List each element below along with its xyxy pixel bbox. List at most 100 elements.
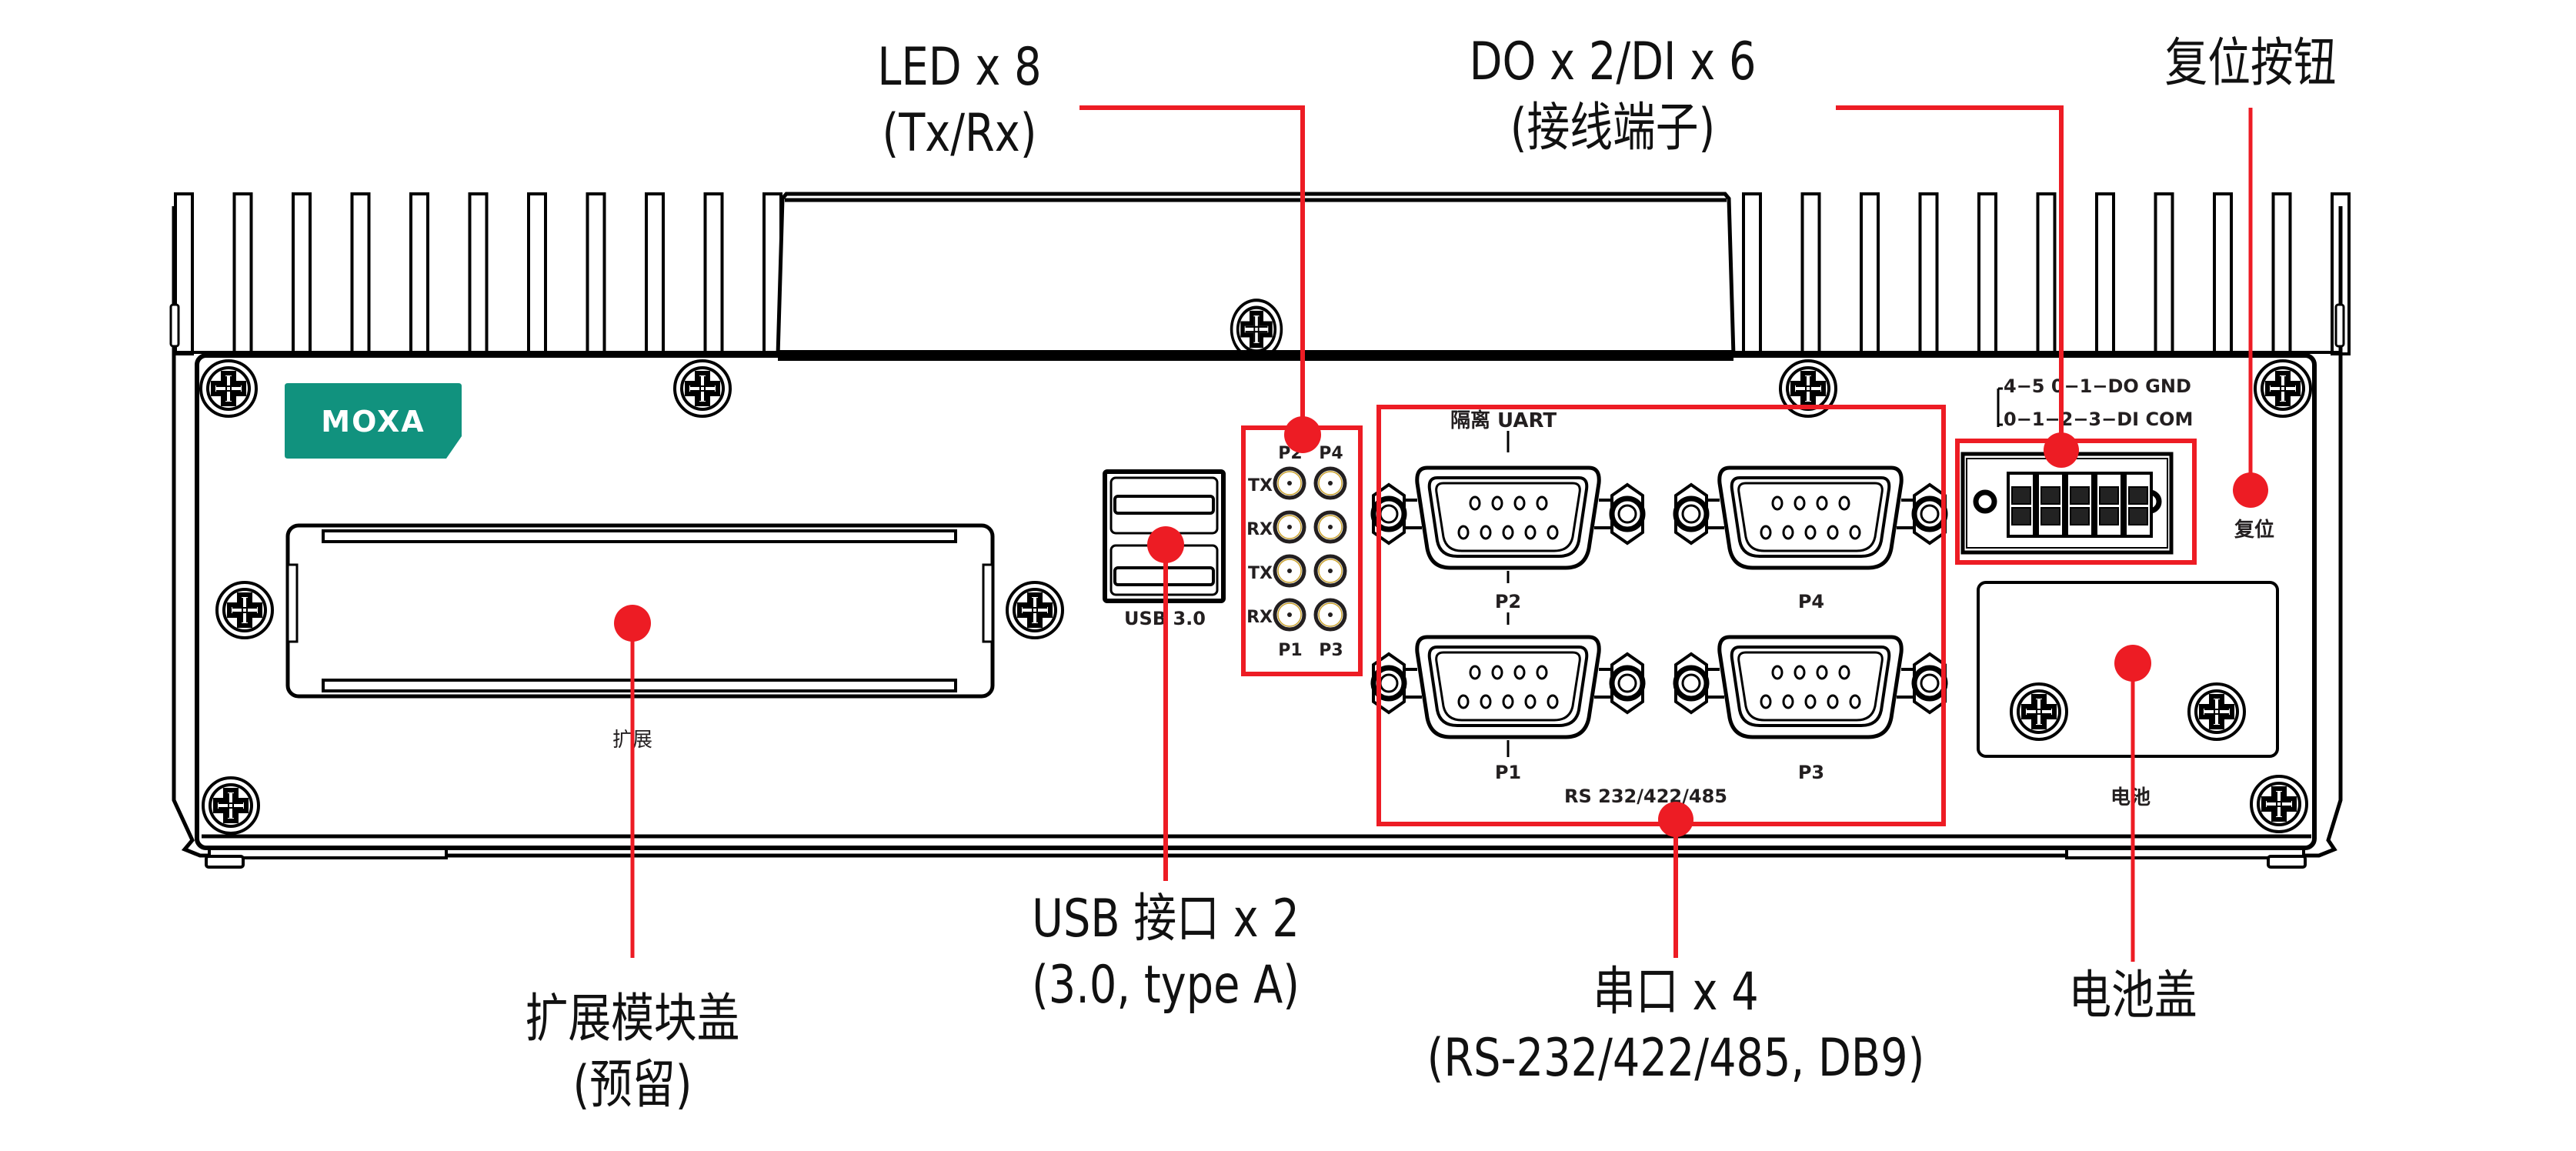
screw-icon xyxy=(2189,684,2244,739)
terminal-screw xyxy=(2011,507,2031,525)
screw-icon xyxy=(203,778,259,833)
led-row-label: RX xyxy=(1246,608,1273,627)
led-row-label: TX xyxy=(1248,476,1273,495)
callout-led-line1: LED x 8 xyxy=(877,37,1042,98)
terminal-screw xyxy=(2040,507,2060,525)
heatsink-fin xyxy=(409,192,429,355)
callout-battery-line1: 电池盖 xyxy=(2068,966,2197,1026)
led-icon xyxy=(1275,600,1304,629)
serial-ports: 隔离 UART P2 P4 P1 P3 RS 232/422/485 xyxy=(1373,409,1945,807)
terminal-screw xyxy=(2099,507,2119,525)
heatsink-fin xyxy=(2036,192,2057,355)
terminal-screw xyxy=(2128,507,2148,525)
led-port-label: P4 xyxy=(1319,444,1343,463)
terminal-screw xyxy=(2011,486,2031,505)
callout-dio-line2: (接线端子) xyxy=(1510,98,1716,158)
callout-expansion: 扩展模块盖 (预留) xyxy=(475,986,790,1119)
heatsink-fin xyxy=(1918,192,1939,355)
screw-icon xyxy=(1007,582,1063,638)
heatsink-fin xyxy=(1800,192,1821,355)
heatsink-fin xyxy=(586,192,606,355)
battery-marker-dot xyxy=(2114,645,2151,682)
led-port-label: P3 xyxy=(1319,641,1343,660)
screw-icon xyxy=(2251,776,2307,832)
heatsink-fin xyxy=(645,192,665,355)
callout-serial-line1: 串口 x 4 xyxy=(1593,962,1759,1023)
callout-serial-line2: (RS-232/422/485, DB9) xyxy=(1426,1028,1925,1089)
serial-standard-label: RS 232/422/485 xyxy=(1564,786,1727,807)
callout-reset: 复位按钮 xyxy=(2124,31,2377,97)
heatsink-fin xyxy=(468,192,489,355)
heatsink-fin xyxy=(1977,192,1997,355)
terminal-screw xyxy=(2040,486,2060,505)
heatsink-fin xyxy=(2213,192,2233,355)
serial-marker-dot xyxy=(1658,802,1693,837)
screw-icon xyxy=(201,361,256,416)
callout-markers xyxy=(614,105,2268,962)
heatsink-fin xyxy=(292,192,312,355)
heatsink-fin xyxy=(1860,192,1880,355)
terminal-screw xyxy=(2128,486,2148,505)
terminal-screw xyxy=(2070,507,2090,525)
isolated-uart-label: 隔离 UART xyxy=(1450,409,1557,432)
reset-marker-dot xyxy=(2233,472,2268,508)
led-icon xyxy=(1316,512,1345,542)
heatsink-fin xyxy=(2154,192,2174,355)
callout-battery: 电池盖 xyxy=(2007,963,2259,1029)
usb-marker-dot xyxy=(1147,526,1184,563)
led-row-label: TX xyxy=(1248,564,1273,583)
serial-port-label: P4 xyxy=(1798,591,1824,612)
screw-icon xyxy=(217,582,272,638)
heatsink-fin xyxy=(703,192,724,355)
led-icon xyxy=(1275,512,1304,542)
led-row-label: RX xyxy=(1246,520,1273,539)
serial-port-label: P1 xyxy=(1495,762,1521,783)
led-marker-dot xyxy=(1284,416,1321,453)
expansion-marker-dot xyxy=(614,605,651,642)
callout-dio-line1: DO x 2/DI x 6 xyxy=(1469,32,1757,92)
callout-led: LED x 8 (Tx/Rx) xyxy=(833,35,1086,167)
reset-panel-label: 复位 xyxy=(2234,518,2274,542)
dio-row1-label: 4−5 0−1−DO GND xyxy=(2004,375,2191,397)
led-icon xyxy=(1275,556,1304,586)
led-icon xyxy=(1316,469,1345,498)
callout-reset-line1: 复位按钮 xyxy=(2164,33,2337,94)
serial-port-label: P2 xyxy=(1495,591,1521,612)
callout-expansion-line1: 扩展模块盖 xyxy=(525,989,740,1049)
terminal-screw xyxy=(2099,486,2119,505)
heatsink-fin xyxy=(2271,192,2292,355)
callout-usb: USB 接口 x 2 (3.0, type A) xyxy=(976,886,1355,1019)
moxa-logo: MOXA xyxy=(285,383,462,459)
serial-port-label: P3 xyxy=(1798,762,1824,783)
led-port-label: P1 xyxy=(1278,641,1302,660)
callout-led-line2: (Tx/Rx) xyxy=(882,103,1037,164)
screw-icon xyxy=(2011,684,2067,739)
dio-marker-dot xyxy=(2044,432,2079,468)
screw-icon xyxy=(675,361,730,416)
callout-serial: 串口 x 4 (RS-232/422/485, DB9) xyxy=(1423,959,1928,1092)
callout-expansion-line2: (预留) xyxy=(572,1055,692,1116)
cover-screw-icon xyxy=(1232,300,1282,359)
callout-usb-line1: USB 接口 x 2 xyxy=(1032,889,1300,949)
top-cover-plate xyxy=(776,192,1736,359)
dio-row2-label: 0−1−2−3−DI COM xyxy=(2004,409,2193,430)
heatsink-fin xyxy=(1742,192,1762,355)
screw-icon xyxy=(2255,361,2311,416)
led-indicators: P2 P4 TX RX TX RX P1 P3 xyxy=(1246,444,1345,660)
led-icon xyxy=(1275,469,1304,498)
heatsink-fin xyxy=(350,192,371,355)
battery-panel-label: 电池 xyxy=(2111,786,2151,809)
callout-usb-line2: (3.0, type A) xyxy=(1031,955,1300,1016)
terminal-screw xyxy=(2070,486,2090,505)
led-callout-line xyxy=(1079,105,1305,435)
dio-callout-line xyxy=(1836,105,2064,450)
heatsink-fin xyxy=(527,192,547,355)
dio-terminal-block: 4−5 0−1−DO GND 0−1−2−3−DI COM xyxy=(1960,375,2193,555)
led-icon xyxy=(1316,556,1345,586)
led-icon xyxy=(1316,600,1345,629)
heatsink-fin xyxy=(232,192,253,355)
callout-dio: DO x 2/DI x 6 (接线端子) xyxy=(1423,29,1802,162)
heatsink-fin xyxy=(2095,192,2115,355)
moxa-logo-text: MOXA xyxy=(321,405,425,439)
